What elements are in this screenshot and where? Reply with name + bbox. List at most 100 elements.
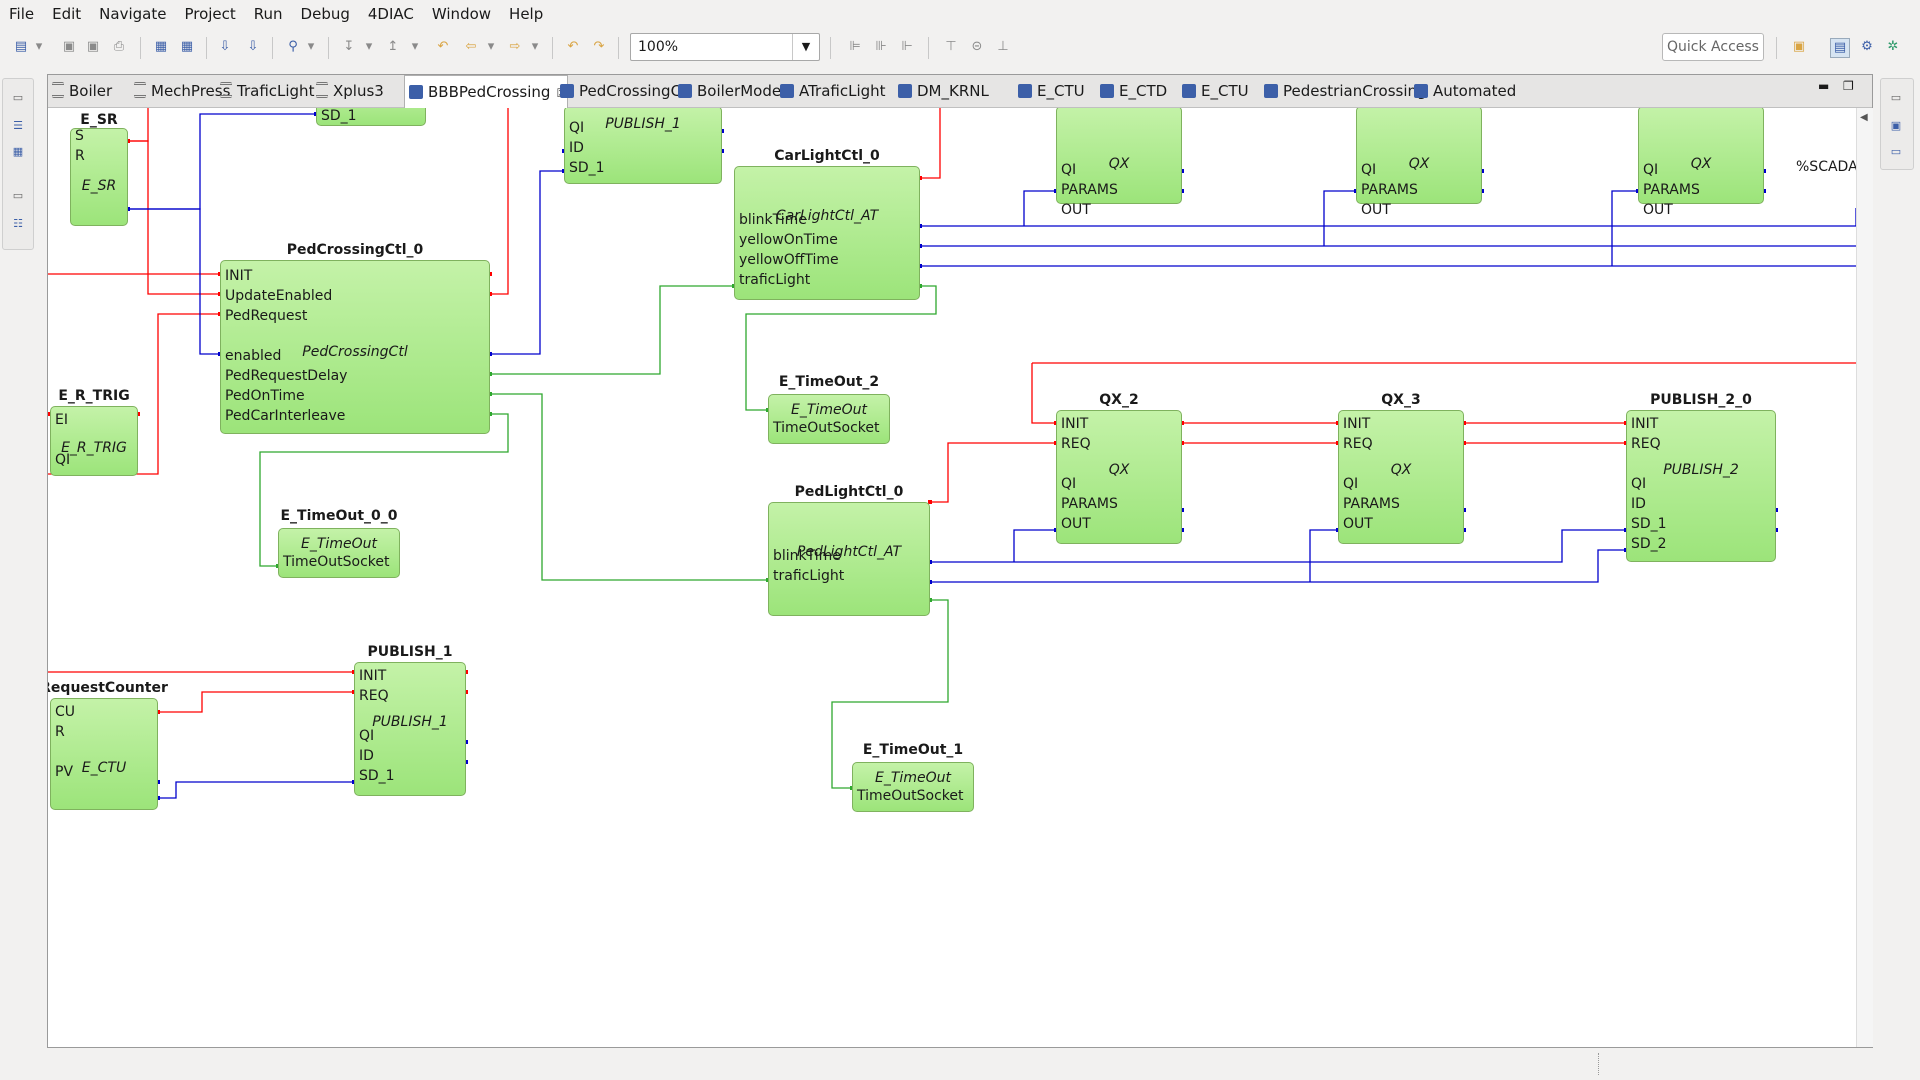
tab-traficlight[interactable]: TraficLight	[216, 75, 314, 107]
fb-instance-name[interactable]: E_SR	[80, 112, 118, 128]
fb-pedcrossingctl-0[interactable]	[220, 260, 490, 434]
input-pin[interactable]: SD_1	[569, 160, 605, 176]
input-pin[interactable]: yellowOnTime	[739, 232, 838, 248]
input-pin[interactable]: PARAMS	[1061, 496, 1118, 512]
input-pin[interactable]: OUT	[1343, 516, 1373, 532]
console-view-icon[interactable]: ▭	[1890, 145, 1902, 158]
adapter-connection[interactable]	[831, 599, 949, 789]
input-pin[interactable]: traficLight	[739, 272, 811, 288]
fb-e-r-trig[interactable]	[50, 406, 138, 476]
input-pin[interactable]: REQ	[359, 688, 389, 704]
event-connection[interactable]	[128, 108, 149, 142]
fb-instance-name[interactable]: PedCrossingCtl_0	[286, 242, 424, 258]
menu-debug[interactable]: Debug	[300, 5, 350, 23]
data-connection[interactable]	[1611, 190, 1638, 266]
tab-e-ctu[interactable]: E_CTU	[1014, 75, 1085, 107]
save-icon[interactable]: ▣	[62, 39, 76, 54]
fb-qx-2[interactable]	[1056, 410, 1182, 544]
input-pin[interactable]: ID	[569, 140, 584, 156]
input-pin[interactable]: REQ	[1631, 436, 1661, 452]
chevron-down-icon[interactable]: ▼	[792, 34, 819, 60]
back-dropdown-icon[interactable]: ▾	[487, 39, 495, 54]
menu-run[interactable]: Run	[253, 5, 283, 23]
input-pin[interactable]: OUT	[1061, 516, 1091, 532]
palette-icon[interactable]: ☷	[13, 217, 23, 230]
tab-e-ctd[interactable]: E_CTD	[1096, 75, 1167, 107]
input-pin[interactable]: PARAMS	[1343, 496, 1400, 512]
input-pin[interactable]: QI	[1061, 162, 1077, 178]
forward-dropdown-icon[interactable]: ▾	[531, 39, 539, 54]
menu-4diac[interactable]: 4DIAC	[367, 5, 414, 23]
input-pin[interactable]: QI	[1061, 476, 1077, 492]
input-pin[interactable]: enabled	[225, 348, 282, 364]
fb-publish-1[interactable]	[354, 662, 466, 796]
input-pin[interactable]: PedCarInterleave	[225, 408, 346, 424]
input-pin[interactable]: SD_2	[1631, 536, 1667, 552]
properties-view-icon[interactable]: ▣	[1890, 119, 1902, 132]
fb-e-timeout-0-0[interactable]	[278, 528, 400, 578]
input-pin[interactable]: TimeOutSocket	[773, 420, 880, 436]
function-block-network-canvas[interactable]: E_SRE_SRSREOQPUBLISH_1QIIDSD_1QOSTATUS1%…	[48, 108, 1856, 1047]
fb-instance-name[interactable]: PedLightCtl_0	[794, 484, 904, 500]
align-top-icon[interactable]: ⊤	[945, 39, 957, 54]
deploy-icon[interactable]: ⇩	[247, 39, 259, 54]
search-icon[interactable]: ⚲	[288, 39, 298, 54]
tab-pedcrossingctl[interactable]: PedCrossingCtl	[556, 75, 691, 107]
fb-instance-name[interactable]: PUBLISH_1	[367, 644, 453, 660]
tab-dm-krnl[interactable]: DM_KRNL	[894, 75, 989, 107]
data-connection[interactable]	[128, 113, 316, 210]
restore-icon[interactable]: ▭	[1890, 91, 1902, 104]
minimize-icon[interactable]: ▬	[1818, 79, 1830, 93]
fb-e-sr[interactable]	[70, 128, 128, 226]
input-pin[interactable]: blinkTime	[739, 212, 807, 228]
input-pin[interactable]: TimeOutSocket	[857, 788, 964, 804]
input-pin[interactable]: EI	[55, 412, 68, 428]
fb-requestcounter[interactable]	[50, 698, 158, 810]
fb-instance-name[interactable]: E_R_TRIG	[58, 388, 130, 404]
event-connection[interactable]	[128, 140, 220, 295]
input-pin[interactable]: REQ	[1343, 436, 1373, 452]
input-pin[interactable]: QI	[359, 728, 375, 744]
input-pin[interactable]: OUT	[1643, 202, 1673, 218]
input-pin[interactable]: INIT	[1631, 416, 1659, 432]
input-pin[interactable]: R	[55, 724, 65, 740]
input-pin[interactable]: OUT	[1061, 202, 1091, 218]
previous-annotation-icon[interactable]: ↥	[387, 39, 399, 54]
input-pin[interactable]: PedRequest	[225, 308, 308, 324]
deployment-perspective-icon[interactable]: ✲	[1887, 39, 1899, 54]
tab-automated[interactable]: Automated	[1410, 75, 1516, 107]
quick-access-field[interactable]: Quick Access	[1662, 33, 1764, 61]
restore-icon[interactable]: ▭	[12, 91, 24, 104]
new-system-icon[interactable]: ▦	[154, 39, 168, 54]
input-pin[interactable]: INIT	[359, 668, 387, 684]
fb-instance-name[interactable]: CarLightCtl_0	[774, 148, 880, 164]
input-pin[interactable]: SD_1	[321, 108, 357, 124]
new-application-icon[interactable]: ▦	[180, 39, 194, 54]
fb-e-timeout-2[interactable]	[768, 394, 890, 444]
next-annotation-icon[interactable]: ↧	[343, 39, 355, 54]
menu-file[interactable]: File	[9, 5, 35, 23]
align-middle-icon[interactable]: ⊝	[971, 39, 983, 54]
fb-qx-3[interactable]	[1338, 410, 1464, 544]
input-pin[interactable]: SD_1	[359, 768, 395, 784]
tab-mechpress[interactable]: MechPress	[130, 75, 230, 107]
download-icon[interactable]: ⇩	[219, 39, 231, 54]
input-pin[interactable]: PARAMS	[1361, 182, 1418, 198]
input-pin[interactable]: PARAMS	[1643, 182, 1700, 198]
vertical-scrollbar[interactable]: ◀	[1856, 108, 1873, 1047]
input-pin[interactable]: traficLight	[773, 568, 845, 584]
event-connection[interactable]	[1031, 363, 1056, 424]
fb-carlightctl-0[interactable]	[734, 166, 920, 300]
search-dropdown-icon[interactable]: ▾	[307, 39, 315, 54]
input-pin[interactable]: ID	[1631, 496, 1646, 512]
input-pin[interactable]: OUT	[1361, 202, 1391, 218]
align-left-icon[interactable]: ⊫	[849, 39, 861, 54]
fb-instance-name[interactable]: QX_3	[1381, 392, 1421, 408]
fb-sd1-top[interactable]	[316, 108, 426, 126]
system-perspective-icon[interactable]: ▤	[1830, 38, 1850, 58]
input-pin[interactable]: INIT	[1343, 416, 1371, 432]
fb-publish-2-0[interactable]	[1626, 410, 1776, 562]
fb-instance-name[interactable]: QX_2	[1099, 392, 1139, 408]
fb-pedlightctl-0[interactable]	[768, 502, 930, 616]
input-pin[interactable]: QI	[569, 120, 585, 136]
